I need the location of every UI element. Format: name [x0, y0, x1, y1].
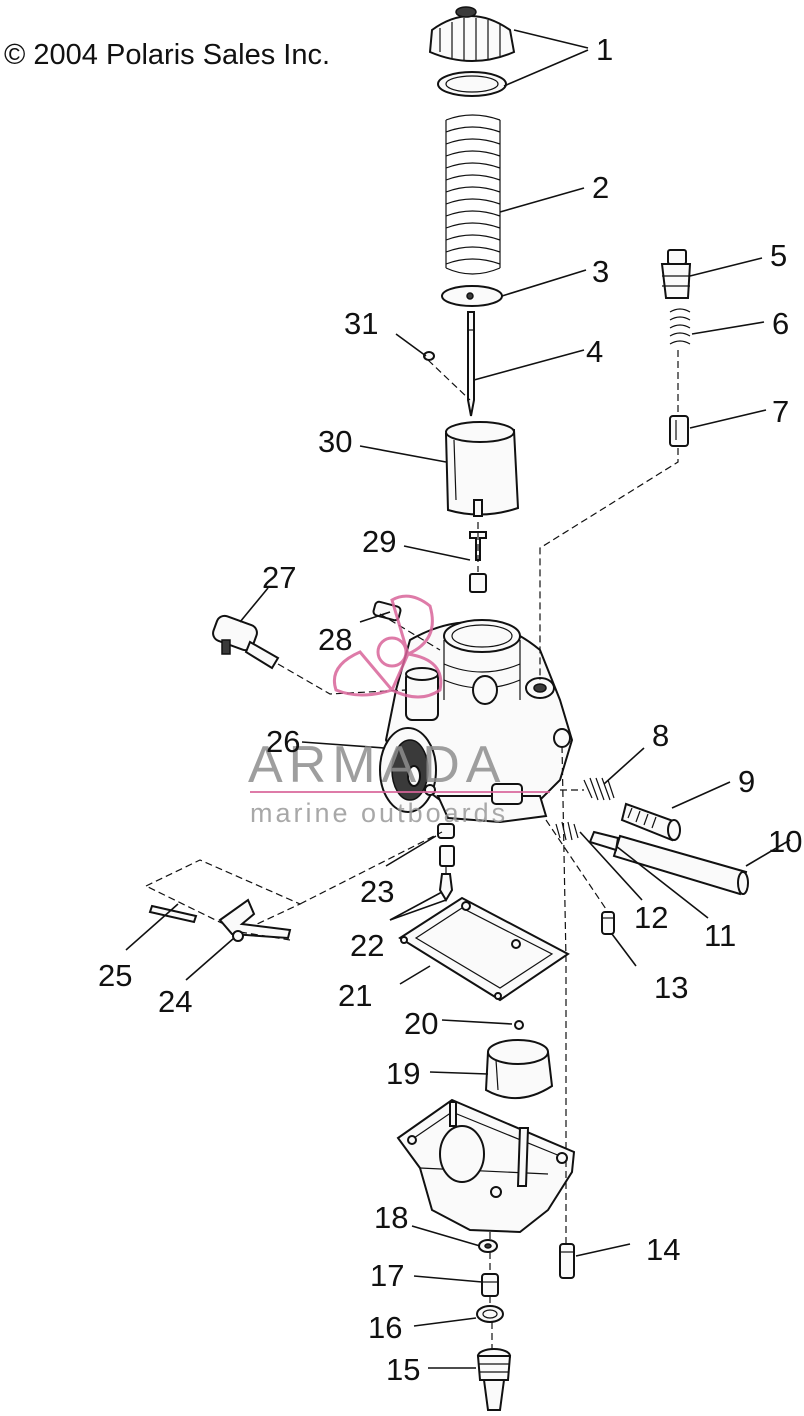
callout-2: 2: [592, 170, 609, 205]
callout-24: 24: [158, 984, 192, 1019]
callout-labels: 1 2 3 4 5 6 7 8 9 10 12 11 13 14 15 16 1…: [98, 32, 802, 1387]
callout-5: 5: [770, 238, 787, 273]
part-14-bowl-screw: [559, 1243, 575, 1279]
callout-8: 8: [652, 718, 669, 753]
part-23-main-jet: [437, 823, 455, 867]
callout-11: 11: [704, 918, 736, 953]
callout-14: 14: [646, 1232, 680, 1267]
copyright-notice: © 2004 Polaris Sales Inc.: [4, 39, 330, 71]
part-27-throttle-sensor: [212, 614, 280, 670]
part-1-cap: [428, 6, 516, 97]
part-18-washer: [478, 1239, 498, 1253]
part-10-vent-tube: [612, 834, 749, 896]
armada-watermark: ARMADA marine outboards: [248, 594, 550, 828]
assembly-lines: [239, 350, 679, 1350]
callout-6: 6: [772, 306, 789, 341]
callout-16: 16: [368, 1310, 402, 1345]
callout-12: 12: [634, 900, 668, 935]
callout-4: 4: [586, 334, 603, 369]
callout-27: 27: [262, 560, 296, 595]
callout-9: 9: [738, 764, 755, 799]
watermark-brand: ARMADA: [248, 736, 506, 794]
part-22-needle-valve: [438, 873, 454, 902]
callout-10: 10: [768, 824, 802, 859]
part-31-clip: [423, 351, 435, 361]
watermark-tagline: marine outboards: [250, 798, 508, 828]
callout-15: 15: [386, 1352, 420, 1387]
callout-17: 17: [370, 1258, 404, 1293]
part-16-o-ring: [476, 1305, 504, 1323]
part-2-spring: [445, 114, 501, 275]
part-8-idle-spring: [583, 777, 615, 801]
armada-logo-propeller: [333, 594, 443, 699]
part-21-float-bowl-gasket: [398, 896, 570, 1002]
part-7-starter-plunger: [669, 415, 689, 447]
callout-29: 29: [362, 524, 396, 559]
callout-22: 22: [350, 928, 384, 963]
callout-1: 1: [596, 32, 613, 67]
part-12-pilot-spring: [555, 821, 579, 841]
part-15-drain-fitting: [476, 1348, 512, 1411]
part-19-float: [484, 1039, 554, 1100]
part-3-needle-retainer: [441, 285, 503, 307]
callout-30: 30: [318, 424, 352, 459]
part-13-screw: [601, 911, 615, 935]
callout-26: 26: [266, 724, 300, 759]
part-6-spring: [669, 308, 691, 345]
callout-19: 19: [386, 1056, 420, 1091]
callout-13: 13: [654, 970, 688, 1005]
callout-21: 21: [338, 978, 372, 1013]
part-11-pilot-screw: [588, 830, 620, 852]
part-5-cable-adjuster: [660, 249, 692, 299]
part-4-jet-needle: [467, 311, 475, 417]
part-30-throttle-slide: [444, 421, 520, 517]
part-20-float-pin: [514, 1020, 524, 1030]
callout-28: 28: [318, 622, 352, 657]
leader-lines: [125, 29, 791, 1369]
carburetor-lower-body: [436, 783, 548, 824]
callout-18: 18: [374, 1200, 408, 1235]
part-25-24-bracket: [144, 859, 302, 942]
callout-25: 25: [98, 958, 132, 993]
callout-20: 20: [404, 1006, 438, 1041]
part-9-idle-screw: [620, 802, 681, 842]
callout-3: 3: [592, 254, 609, 289]
callout-23: 23: [360, 874, 394, 909]
float-bowl: [396, 1098, 576, 1234]
callout-7: 7: [772, 394, 789, 429]
part-17-drain-screw: [481, 1273, 499, 1297]
callout-31: 31: [344, 306, 378, 341]
